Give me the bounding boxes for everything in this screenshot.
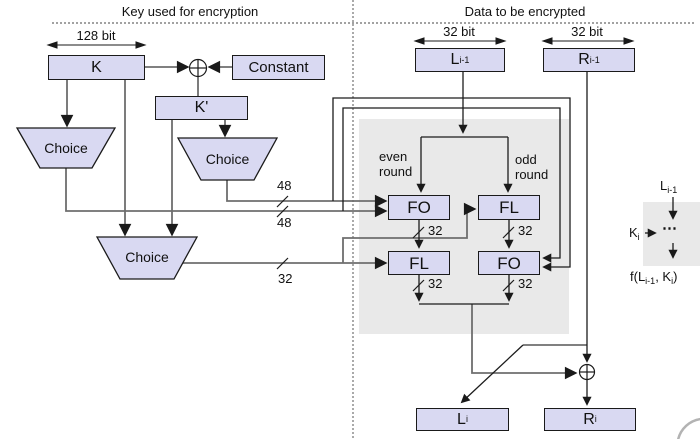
key-width-label: 128 bit [76,28,116,43]
f-output-wire [471,304,578,380]
legend-dots: ⋯ [662,220,677,237]
fl-bottom-label: FL [409,253,429,273]
legend-input-sub: i-1 [667,185,678,195]
bus-48-bottom [65,168,388,218]
constant-box-label: Constant [248,59,309,76]
legend-output-s1: i-1 [645,276,656,286]
choice-trapezoids [15,127,279,280]
w32-fo-bottom-label: 32 [518,276,533,291]
r-output-sub: i [594,414,597,424]
fl-bottom-box: FL [388,251,450,275]
fl-top-label: FL [499,198,519,217]
k-prime-box: K' [155,96,248,120]
wraparound-wire-outer [332,97,571,272]
fl-top-box: FL [478,195,540,220]
choice1-label: Choice [44,140,88,156]
k-box: K [48,55,145,80]
right-section-title: Data to be encrypted [464,4,586,19]
l-input-sub: i-1 [459,54,470,65]
wraparound-wire-inner [342,107,561,263]
fo-bottom-label: FO [497,253,521,273]
even-round-label: even round [379,149,413,179]
left-section-title: Key used for encryption [121,4,259,19]
l-width-label: 32 bit [443,24,475,39]
choice3-label: Choice [125,249,169,265]
corner-arc-decoration [676,417,700,439]
xor-nodes [188,58,596,381]
l-output-sub: i [465,414,468,424]
choice2-label: Choice [205,151,250,167]
legend-output-s2: i [671,276,674,286]
section-dividers [52,0,696,439]
w32-fl-top-label: 32 [518,223,533,238]
choice3-trapezoid [95,236,199,280]
choice2-trapezoid [176,137,279,181]
w32-fo-top-label: 32 [428,223,443,238]
w32-fl-bottom-label: 32 [428,276,443,291]
fo-top-box: FO [388,195,450,220]
legend-output-p1: f(L [630,269,646,284]
legend-output-p3: ) [673,269,678,284]
legend-key-base: K [629,225,638,240]
fo-top-label: FO [407,198,431,217]
bus48-bottom-label: 48 [277,215,292,230]
k-box-label: K [91,58,102,76]
fo-bottom-box: FO [478,251,540,275]
legend-input-label: Li-1 [660,178,677,195]
bus-width-slashes [276,195,515,292]
width-measure-arrows [46,37,635,49]
r-width-label: 32 bit [571,24,603,39]
bus-32-branch [342,202,477,263]
l-input-base: L [450,51,460,68]
odd-round-label: odd round [515,152,549,182]
r-input-base: R [578,51,590,68]
legend-output-p2: , K [655,269,672,284]
legend-key-label: Ki [629,225,640,242]
choice1-trapezoid [15,127,117,169]
constant-box: Constant [232,55,325,80]
legend-output-label: f(Li-1, Ki) [630,269,677,286]
l-output-base: L [457,410,466,428]
r-input-sub: i-1 [589,54,600,65]
key-schedule-wires [60,60,587,380]
bus-48-top [226,180,388,208]
round-wires [332,72,678,406]
legend-key-sub: i [637,232,640,242]
bus48-top-label: 48 [277,178,292,193]
swap-diagonal-wire [460,344,524,404]
bus32-label: 32 [278,271,293,286]
r-output-base: R [583,410,595,428]
round-function-panel [359,119,569,334]
k-prime-box-label: K' [194,99,209,116]
legend-input-base: L [660,178,668,193]
